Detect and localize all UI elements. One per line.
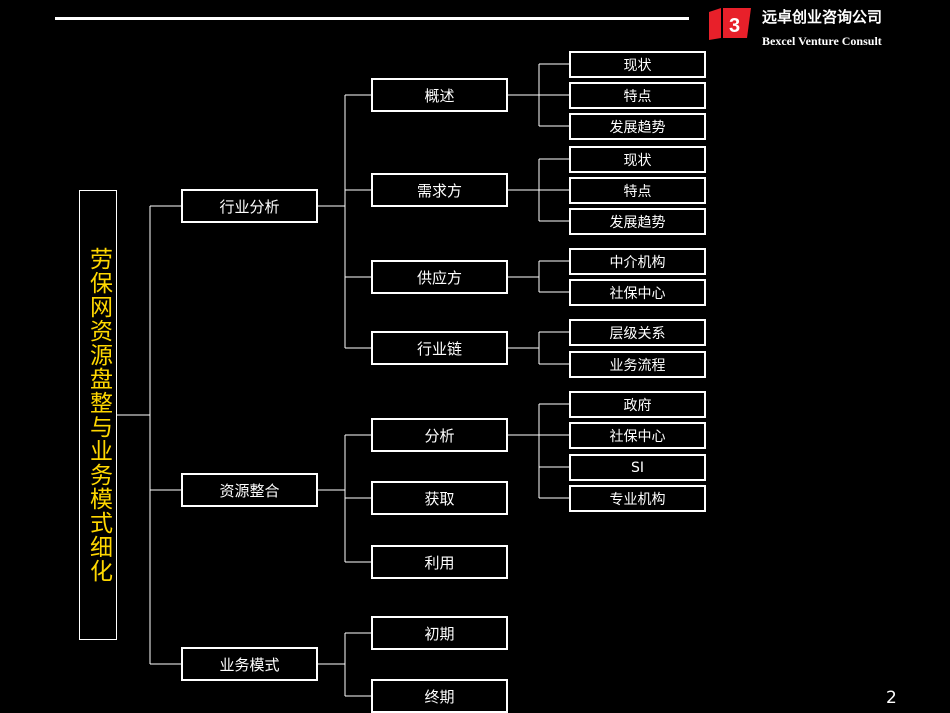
leaf-analysis-professional-agency: 专业机构: [569, 485, 706, 512]
node-overview: 概述: [371, 78, 508, 112]
leaf-overview-trend: 发展趋势: [569, 113, 706, 140]
node-demand-side: 需求方: [371, 173, 508, 207]
leaf-overview-status: 现状: [569, 51, 706, 78]
leaf-supply-agency: 中介机构: [569, 248, 706, 275]
node-initial-stage: 初期: [371, 616, 508, 650]
node-utilization: 利用: [371, 545, 508, 579]
node-supply-side: 供应方: [371, 260, 508, 294]
bexcel-logo-icon: 3: [709, 8, 751, 40]
leaf-demand-features: 特点: [569, 177, 706, 204]
company-name-en: Bexcel Venture Consult: [762, 34, 882, 48]
leaf-analysis-social-security: 社保中心: [569, 422, 706, 449]
leaf-analysis-government: 政府: [569, 391, 706, 418]
node-final-stage: 终期: [371, 679, 508, 713]
leaf-demand-status: 现状: [569, 146, 706, 173]
node-business-model: 业务模式: [181, 647, 318, 681]
leaf-analysis-si: SI: [569, 454, 706, 481]
top-divider: [55, 17, 689, 20]
leaf-chain-process: 业务流程: [569, 351, 706, 378]
leaf-supply-social-security: 社保中心: [569, 279, 706, 306]
node-resource-integration: 资源整合: [181, 473, 318, 507]
svg-text:3: 3: [729, 15, 740, 37]
root-topic-box: 劳保网资源盘整与业务模式细化: [79, 190, 117, 640]
node-industry-chain: 行业链: [371, 331, 508, 365]
leaf-demand-trend: 发展趋势: [569, 208, 706, 235]
node-industry-analysis: 行业分析: [181, 189, 318, 223]
node-acquisition: 获取: [371, 481, 508, 515]
company-name-cn: 远卓创业咨询公司: [762, 8, 883, 26]
node-analysis: 分析: [371, 418, 508, 452]
leaf-overview-features: 特点: [569, 82, 706, 109]
page-number: 2: [886, 688, 897, 708]
root-topic-label: 劳保网资源盘整与业务模式细化: [85, 247, 112, 583]
leaf-chain-hierarchy: 层级关系: [569, 319, 706, 346]
